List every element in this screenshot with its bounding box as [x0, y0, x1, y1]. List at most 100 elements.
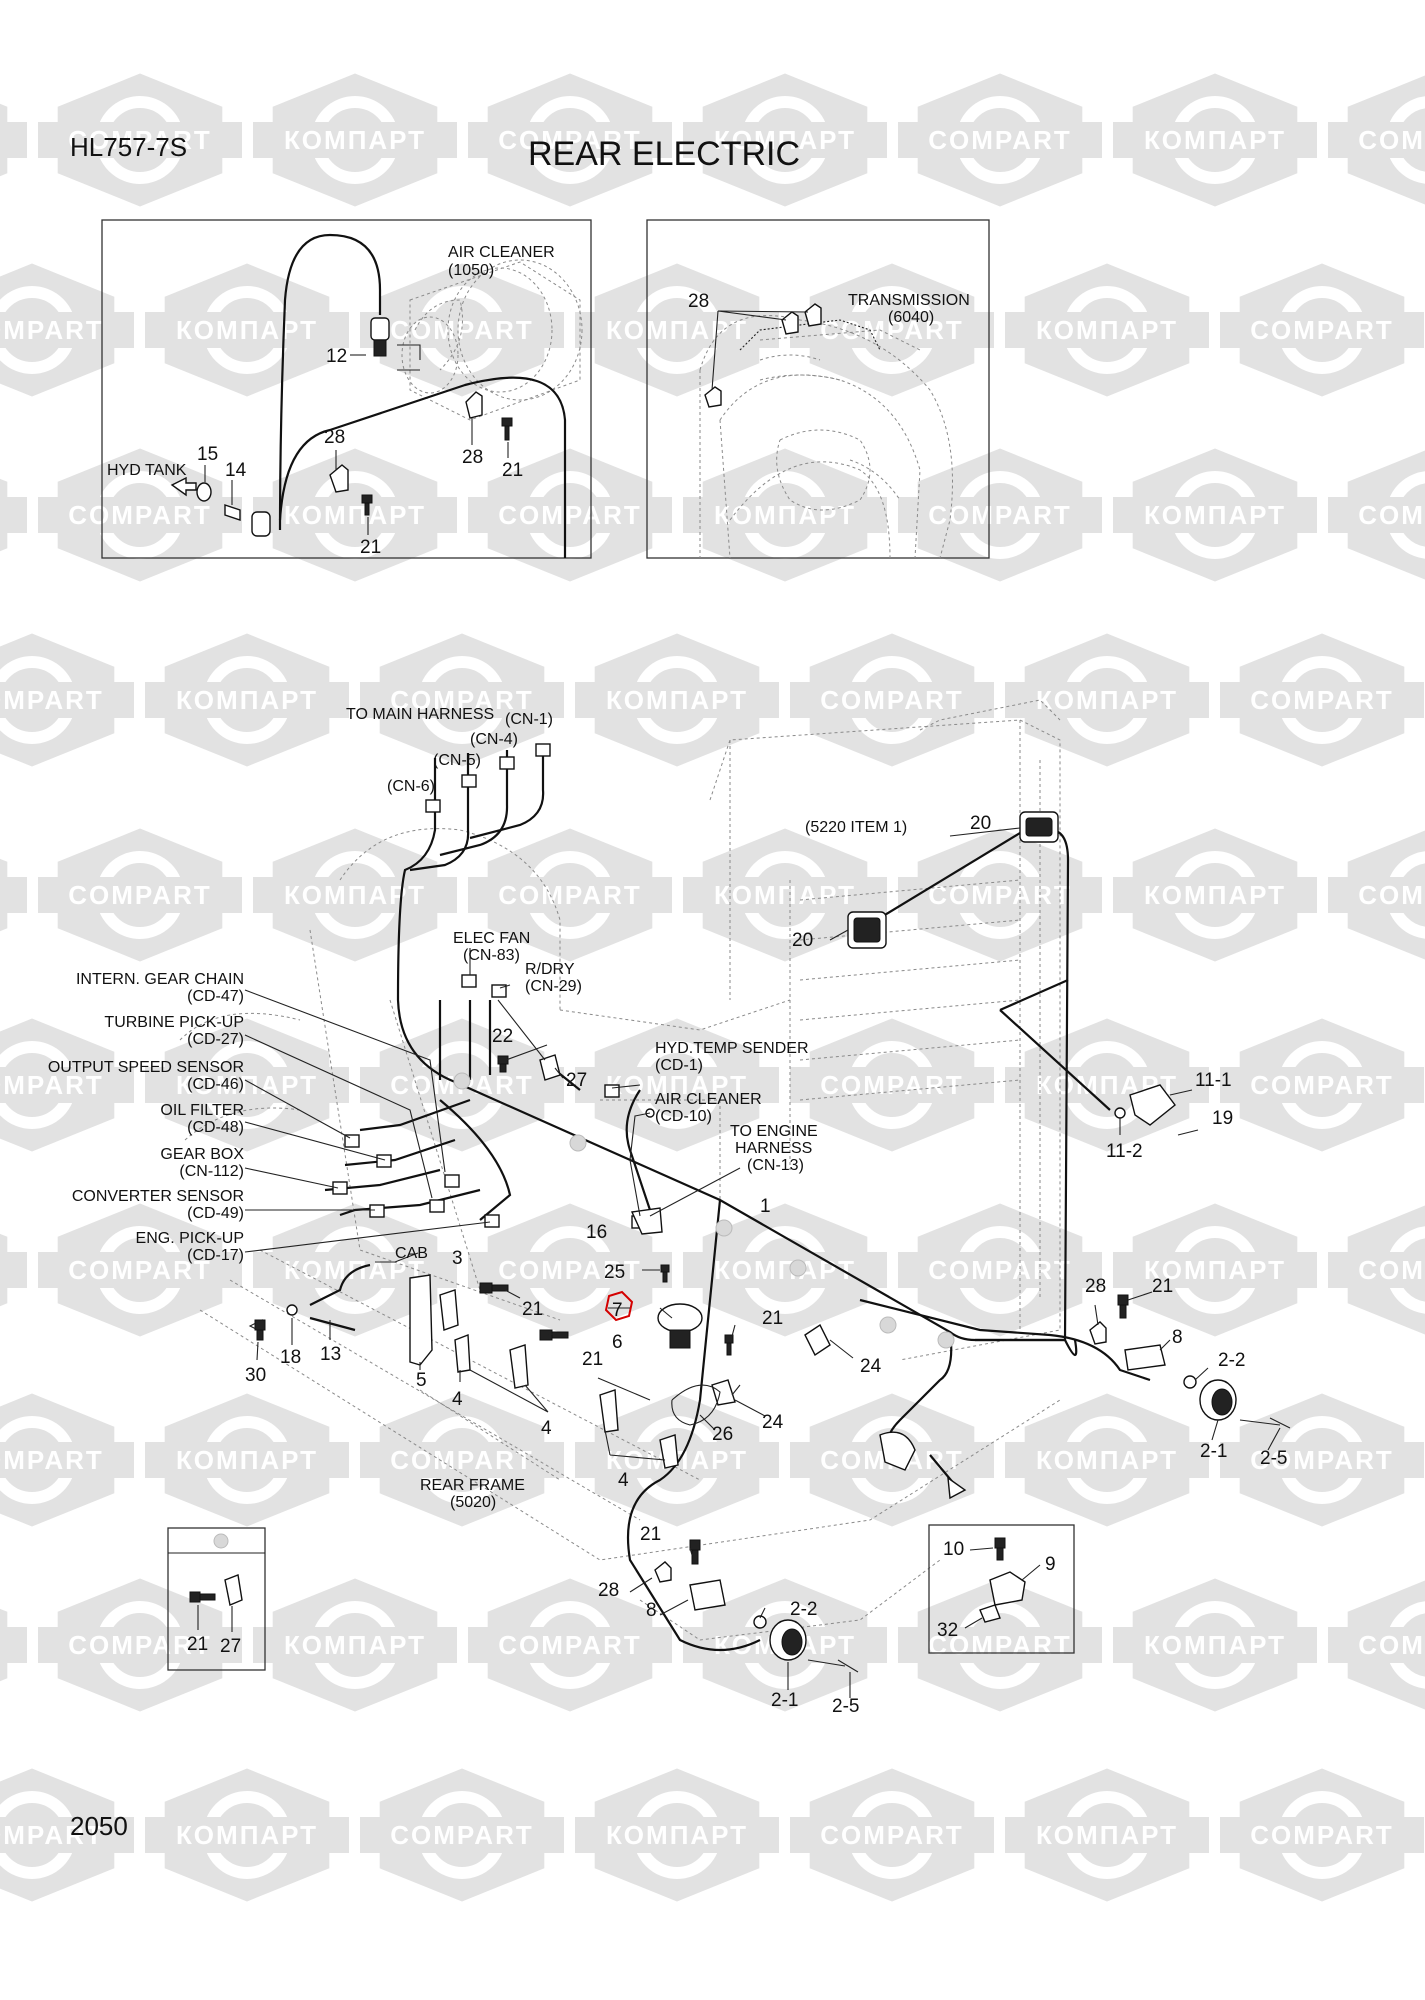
watermark-text: КОМПАРТ: [1144, 1255, 1286, 1285]
clip-28-left-lower: [654, 1561, 672, 1583]
callout-2-2-a: 2-2: [1218, 1350, 1245, 1371]
label-harness: HARNESS: [735, 1140, 812, 1157]
watermark-text: COMPART: [1358, 880, 1425, 910]
ground-cable-13: [309, 1263, 371, 1332]
watermark-band: [360, 312, 564, 348]
mounting-parts: [248, 1054, 1291, 1673]
watermark-band: [1220, 1067, 1424, 1103]
connector-cd47: [444, 1174, 460, 1188]
watermark-band: [790, 682, 994, 718]
callout-11-2: 11-2: [1106, 1141, 1143, 1162]
label-oil-filter: OIL FILTER: [160, 1102, 244, 1119]
watermark-band: [790, 312, 994, 348]
watermark-band: [468, 497, 672, 533]
clamp-24-b: [711, 1379, 736, 1406]
watermark-band: [575, 1817, 779, 1853]
watermark-band: [38, 877, 242, 913]
label-air-cleaner: AIR CLEANER: [448, 244, 555, 261]
grommet-11-2: [1114, 1107, 1126, 1119]
bolt-21-left: [361, 494, 373, 516]
label-5020: (5020): [450, 1494, 496, 1511]
watermark-text: КОМПАРТ: [714, 1255, 856, 1285]
bolt-21-right: [1117, 1294, 1129, 1319]
watermark-text: COMPART: [498, 1630, 642, 1660]
watermark-band: [145, 1067, 349, 1103]
label-to-engine: TO ENGINE: [730, 1123, 818, 1140]
tie-26: [671, 1384, 721, 1426]
watermark-band: [1005, 682, 1209, 718]
watermark-text: COMPART: [390, 685, 534, 715]
watermark-text: КОМПАРТ: [1144, 1630, 1286, 1660]
detail-bolt-21: [189, 1591, 216, 1603]
watermark-text: COMPART: [1250, 1820, 1394, 1850]
detail-inset-lamp-mount: 10 9 32: [928, 1524, 1075, 1654]
label-cd27: (CD-27): [187, 1031, 244, 1048]
callout-24-b: 24: [762, 1412, 784, 1433]
clip-28-right: [1089, 1321, 1107, 1345]
marker-circle: [937, 1331, 955, 1349]
callout-4-c: 4: [618, 1470, 629, 1491]
harness-connectors: [332, 743, 655, 1229]
watermark-band: [0, 682, 134, 718]
connector-cd1: [604, 1084, 620, 1098]
connector-cn1: [535, 743, 551, 757]
inset-air-cleaner: 12 15 14 HYD TANK 28 28 21 21 AIR CLEANE…: [101, 219, 592, 559]
watermark-band: [0, 122, 27, 158]
watermark-text: COMPART: [928, 1255, 1072, 1285]
watermark-layer: КОМПАРТ COMPART КОМПАРТ COMPART КОМПАРТ COMPA…: [0, 73, 1425, 1902]
label-5220-item-1: (5220 ITEM 1): [805, 819, 907, 836]
label-cd17: (CD-17): [187, 1247, 244, 1264]
label-cn6: (CN-6): [387, 778, 435, 795]
callout-22: 22: [492, 1026, 513, 1047]
callout-8-a: 8: [1172, 1327, 1183, 1348]
label-elec-fan: ELEC FAN: [453, 930, 530, 947]
inset-transmission: 28 TRANSMISSION (6040): [646, 219, 990, 559]
watermark-text: КОМПАРТ: [1036, 315, 1178, 345]
callout-21-left: 21: [360, 537, 381, 558]
sensor-12: [370, 317, 390, 341]
transmission-drawing: [699, 315, 953, 559]
watermark-text: COMPART: [1358, 1255, 1425, 1285]
detail-nut-32: [979, 1604, 1001, 1623]
detail-inset-clamp-frame: [167, 1527, 266, 1671]
watermark-band: [1220, 682, 1424, 718]
label-cd49: (CD-49): [187, 1205, 244, 1222]
callout-25: 25: [604, 1262, 625, 1283]
label-cn83: (CN-83): [463, 947, 520, 964]
callout-6: 6: [612, 1332, 623, 1353]
watermark-band: [1005, 1442, 1209, 1478]
watermark-text: КОМПАРТ: [1144, 500, 1286, 530]
detail-inset-clamp: 21 27: [167, 1527, 266, 1671]
watermark-text: КОМПАРТ: [176, 315, 318, 345]
washer-18: [286, 1304, 298, 1316]
watermark-band: [898, 497, 1102, 533]
callout-21-a: 21: [522, 1299, 543, 1320]
watermark-band: [683, 122, 887, 158]
watermark-band: [898, 1627, 1102, 1663]
label-main-harness: TO MAIN HARNESS: [346, 706, 494, 723]
label-air-cleaner-main: AIR CLEANER: [655, 1091, 762, 1108]
harness-right-light: [859, 1298, 1151, 1382]
callout-15: 15: [197, 444, 218, 465]
watermark-band: [1328, 1627, 1425, 1663]
watermark-text: COMPART: [0, 1820, 104, 1850]
watermark-text: COMPART: [820, 1070, 964, 1100]
bolt-22: [497, 1055, 509, 1073]
connector-cn4: [499, 756, 515, 770]
callout-12: 12: [326, 346, 347, 367]
watermark-text: КОМПАРТ: [714, 125, 856, 155]
watermark-band: [1328, 1252, 1425, 1288]
bracket-5: [409, 1274, 433, 1366]
callout-2-1-a: 2-1: [1200, 1441, 1227, 1462]
watermark-band: [253, 122, 457, 158]
bracket-3: [439, 1289, 459, 1331]
callout-2-2-b: 2-2: [790, 1599, 817, 1620]
air-cleaner-drawing: [401, 259, 583, 421]
watermark-text: КОМПАРТ: [1144, 125, 1286, 155]
watermark-text: КОМПАРТ: [714, 500, 856, 530]
arrow-hyd-tank-icon: [170, 476, 197, 497]
label-transmission: TRANSMISSION: [848, 292, 970, 309]
label-output-speed-sensor: OUTPUT SPEED SENSOR: [48, 1059, 244, 1076]
callout-21-right: 21: [502, 460, 523, 481]
